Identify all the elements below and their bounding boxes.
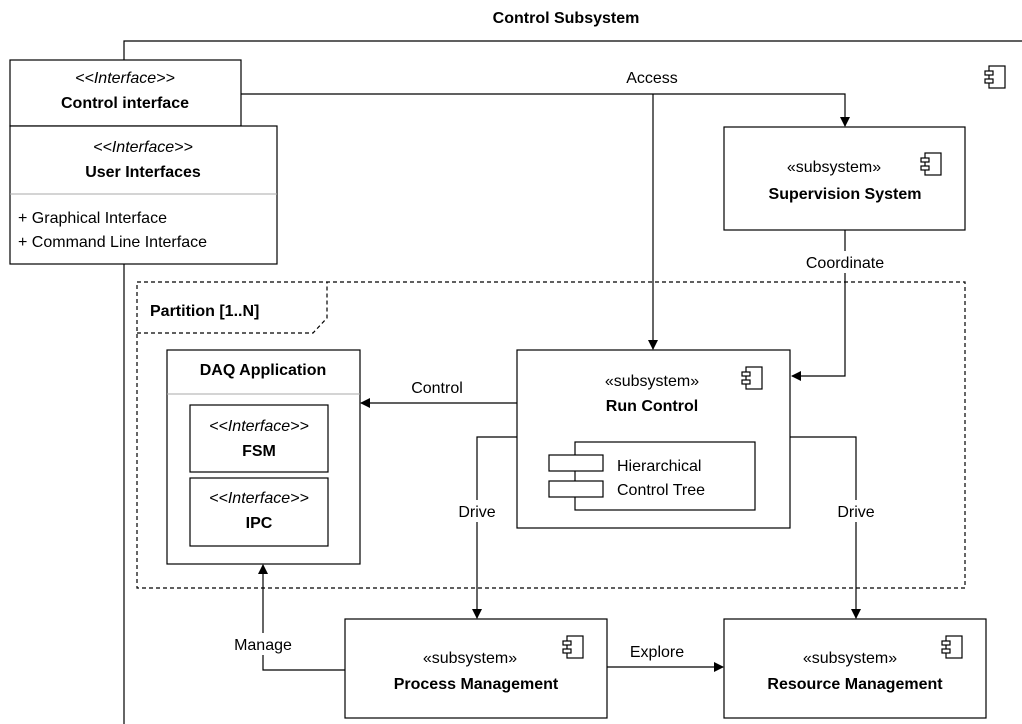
subsystem-frame [123,40,1022,724]
partition-label: Partition [1..N] [150,303,259,320]
fsm-interface-box[interactable] [189,404,329,473]
diagram-title: Control Subsystem [493,10,640,27]
ipc-stereotype: <<Interface>> [209,490,309,507]
fsm-name: FSM [242,443,276,460]
control-interface-name: Control interface [61,95,189,112]
fsm-stereotype: <<Interface>> [209,418,309,435]
resource-management-box[interactable] [723,618,987,719]
component-icon [941,635,963,659]
drive-left-edge [472,436,517,619]
control-interface-stereotype: <<Interface>> [75,70,175,87]
control-tree-line1: Hierarchical [617,458,701,475]
ipc-name: IPC [246,515,273,532]
partition-tab [137,282,328,334]
ipc-interface-box[interactable] [189,477,329,547]
user-interfaces-box[interactable] [9,125,278,265]
supervision-system-box[interactable] [723,126,966,231]
drive-right-edge [790,436,861,619]
resource-management-name: Resource Management [767,676,943,693]
drive-right-label: Drive [837,504,874,521]
manage-edge [258,564,345,671]
resource-management-stereotype: «subsystem» [803,650,897,667]
user-interfaces-name: User Interfaces [85,164,201,181]
hierarchical-control-tree-component[interactable] [548,441,756,511]
process-management-name: Process Management [394,676,559,693]
run-control-stereotype: «subsystem» [605,373,699,390]
process-management-stereotype: «subsystem» [423,650,517,667]
component-icon [562,635,584,659]
partition-frame [136,281,966,589]
explore-label: Explore [630,644,684,661]
user-interfaces-member-graphical: + Graphical Interface [18,210,167,227]
manage-label: Manage [234,637,292,654]
user-interfaces-stereotype: <<Interface>> [93,139,193,156]
user-interfaces-member-cli: + Command Line Interface [18,234,207,251]
access-label: Access [626,70,678,87]
run-control-name: Run Control [606,398,698,415]
daq-application-name: DAQ Application [200,362,327,379]
access-edge [241,93,850,127]
control-interface-box[interactable] [9,59,242,127]
coordinate-label: Coordinate [806,255,884,272]
component-icon [741,366,763,390]
component-icon [984,65,1006,89]
component-icon [920,152,942,176]
control-label: Control [411,380,463,397]
supervision-system-name: Supervision System [769,186,922,203]
control-tree-line2: Control Tree [617,482,705,499]
process-management-box[interactable] [344,618,608,719]
supervision-system-stereotype: «subsystem» [787,159,881,176]
drive-left-label: Drive [458,504,495,521]
coordinate-edge [791,230,846,381]
